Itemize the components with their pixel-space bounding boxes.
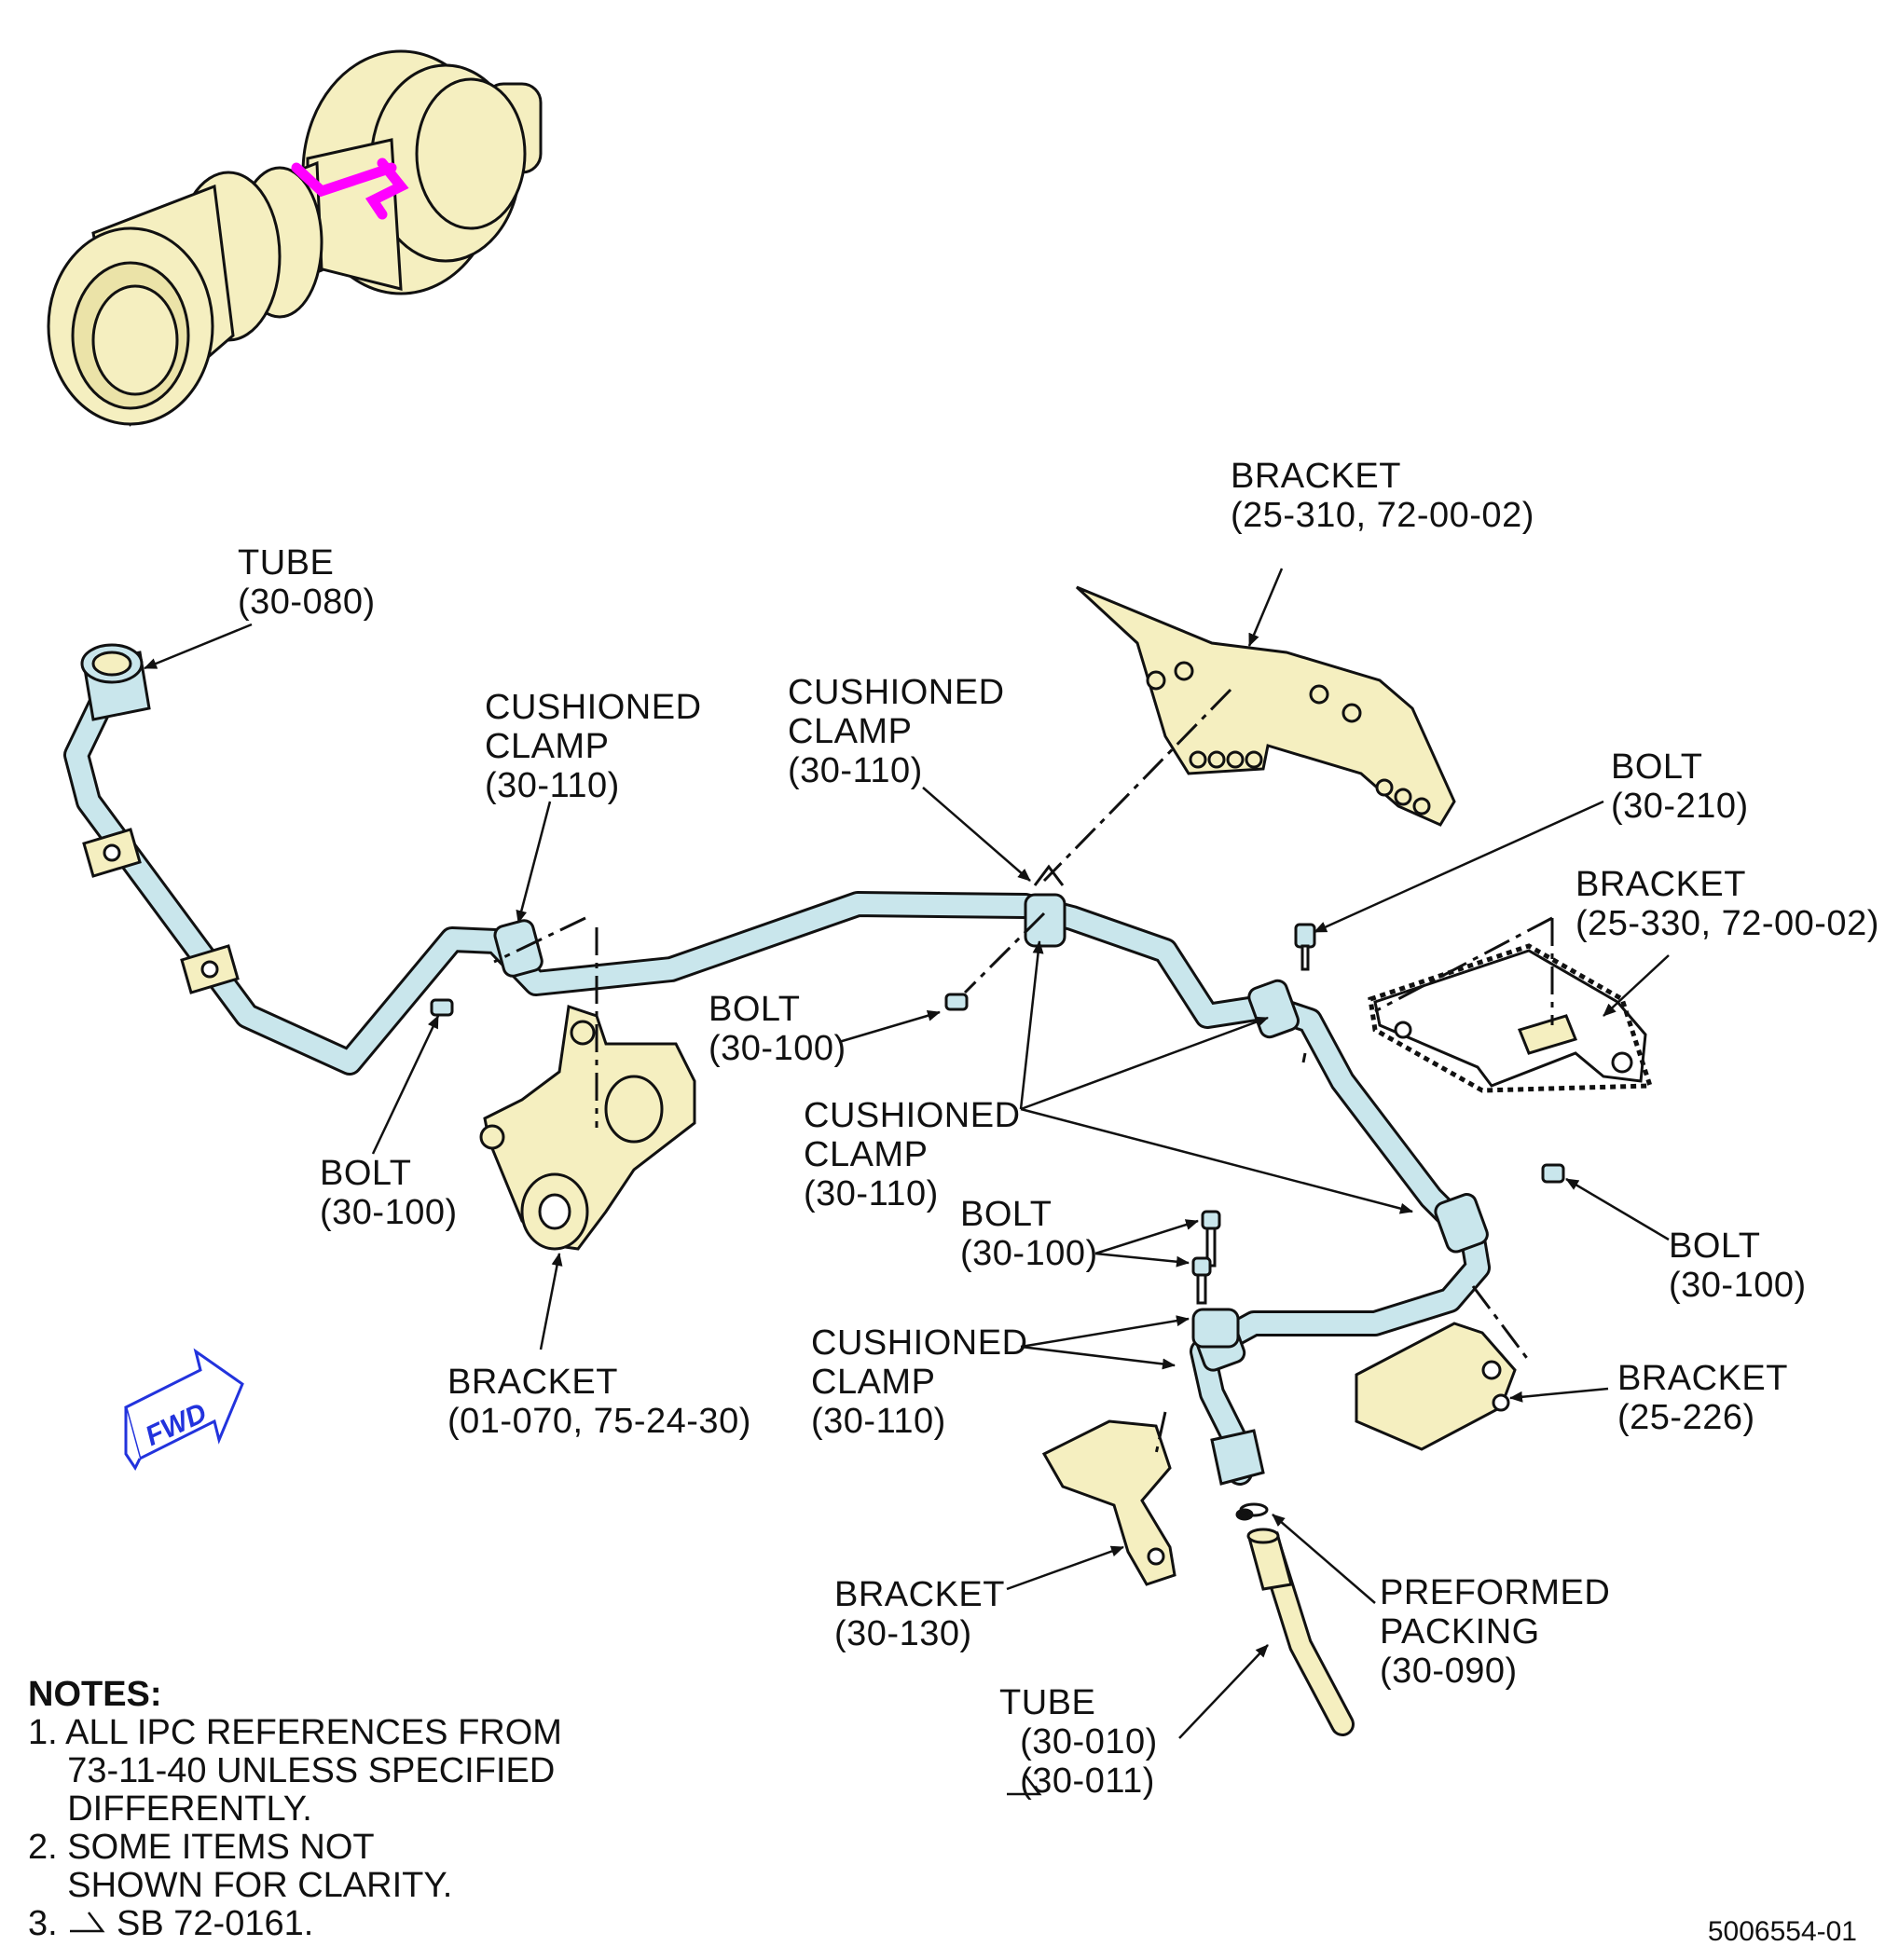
callout-ref: (30-100) — [320, 1193, 458, 1232]
callout-ref: (30-210) — [1611, 787, 1749, 826]
bracket-25-226 — [1355, 1322, 1517, 1451]
callout-ref: (30-090) — [1380, 1652, 1518, 1691]
packing-ring — [1239, 1502, 1269, 1517]
callout-clamp-left: CUSHIONED CLAMP (30-110) — [485, 688, 702, 805]
callout-ref: (30-010) — [1020, 1722, 1158, 1761]
callout-tube-30-080: TUBE (30-080) — [238, 543, 376, 622]
bracket-01-070 — [479, 1005, 696, 1251]
callout-name: CUSHIONED CLAMP — [788, 673, 1005, 751]
callout-name: TUBE — [238, 543, 335, 583]
callout-ref: (25-330, 72-00-02) — [1575, 904, 1879, 943]
callout-name: TUBE — [999, 1683, 1096, 1722]
callout-ref: (30-130) — [834, 1614, 972, 1653]
engine-overview — [47, 49, 543, 427]
callout-ref: (30-100) — [709, 1029, 846, 1068]
notes-block: NOTES:1. ALL IPC REFERENCES FROM 73-11-4… — [28, 1676, 562, 1943]
callout-ref: (01-070, 75-24-30) — [447, 1402, 751, 1441]
bolts — [430, 923, 1565, 1305]
callout-name: CUSHIONED CLAMP — [804, 1096, 1021, 1174]
callout-ref: (25-226) — [1617, 1398, 1755, 1437]
fwd-arrow — [124, 1348, 244, 1471]
tube-end-fitting — [80, 643, 151, 721]
callout-tube-30-010: TUBE (30-010) (30-011) — [999, 1683, 1158, 1801]
leader-lines — [144, 568, 1670, 1739]
callout-name: CUSHIONED CLAMP — [811, 1323, 1028, 1402]
lower-tube-fitting — [1246, 1528, 1293, 1591]
callout-ref: (30-100) — [1669, 1266, 1807, 1305]
figure-number: 5006554-01 — [1707, 1916, 1857, 1947]
notes-heading: NOTES: — [28, 1675, 162, 1714]
callout-name: PREFORMED PACKING — [1380, 1573, 1611, 1652]
callout-name: BOLT — [960, 1195, 1053, 1234]
callout-bracket-30-130: BRACKET (30-130) — [834, 1575, 1005, 1653]
callout-bolt-pair: BOLT (30-100) — [960, 1195, 1098, 1273]
callout-name: CUSHIONED CLAMP — [485, 688, 702, 766]
callout-ref: (30-100) — [960, 1234, 1098, 1273]
callout-name: BRACKET — [1575, 865, 1746, 904]
callout-ref: (25-310, 72-00-02) — [1231, 496, 1534, 535]
tube-nut — [1210, 1429, 1265, 1521]
callout-ref: (30-080) — [238, 583, 376, 622]
callout-ref: (30-110) — [811, 1402, 946, 1441]
callout-name: BRACKET — [1617, 1359, 1788, 1398]
callout-name: BOLT — [1669, 1227, 1761, 1266]
callout-clamp-bottom: CUSHIONED CLAMP (30-110) — [811, 1323, 1028, 1441]
sb-flag-icon — [70, 1775, 1042, 1933]
callout-name: BRACKET — [1231, 457, 1401, 496]
bracket-30-130 — [1041, 1419, 1176, 1586]
callout-bracket-25-310: BRACKET (25-310, 72-00-02) — [1231, 457, 1534, 535]
callout-bracket-25-226: BRACKET (25-226) — [1617, 1359, 1788, 1437]
callout-bracket-01-070: BRACKET (01-070, 75-24-30) — [447, 1363, 751, 1441]
callout-ref: (30-110) — [788, 751, 923, 790]
cushioned-clamps — [493, 864, 1489, 1372]
highlighted-tube-location — [291, 158, 409, 220]
callout-bolt-30-210: BOLT (30-210) — [1611, 747, 1749, 826]
note-1: 1. ALL IPC REFERENCES FROM 73-11-40 UNLE… — [28, 1713, 562, 1829]
bracket-25-330 — [1368, 943, 1654, 1093]
callout-name: BRACKET — [447, 1363, 618, 1402]
callout-ref: (30-110) — [485, 766, 620, 805]
callout-preformed-packing: PREFORMED PACKING (30-090) — [1380, 1573, 1610, 1691]
bracket-25-310 — [1075, 585, 1456, 827]
callout-clamp-group: CUSHIONED CLAMP (30-110) — [804, 1096, 1021, 1213]
callout-name: BOLT — [1611, 747, 1703, 787]
callout-clamp-center: CUSHIONED CLAMP (30-110) — [788, 673, 1005, 790]
callout-name: BOLT — [709, 990, 801, 1029]
callout-name: BRACKET — [834, 1575, 1005, 1614]
note-2: 2. SOME ITEMS NOT SHOWN FOR CLARITY. — [28, 1828, 453, 1905]
note-3: 3. SB 72-0161. — [28, 1904, 314, 1943]
callout-ref-alt: (30-011) — [1020, 1761, 1155, 1801]
callout-bolt-mid: BOLT (30-100) — [709, 990, 846, 1068]
callout-name: BOLT — [320, 1154, 412, 1193]
callout-bolt-left: BOLT (30-100) — [320, 1154, 458, 1232]
callout-ref: (30-110) — [804, 1174, 939, 1213]
callout-bracket-25-330: BRACKET (25-330, 72-00-02) — [1575, 865, 1879, 943]
alignment-lines — [493, 688, 1554, 1455]
tube-clips — [82, 828, 240, 994]
callout-bolt-right: BOLT (30-100) — [1669, 1227, 1807, 1305]
